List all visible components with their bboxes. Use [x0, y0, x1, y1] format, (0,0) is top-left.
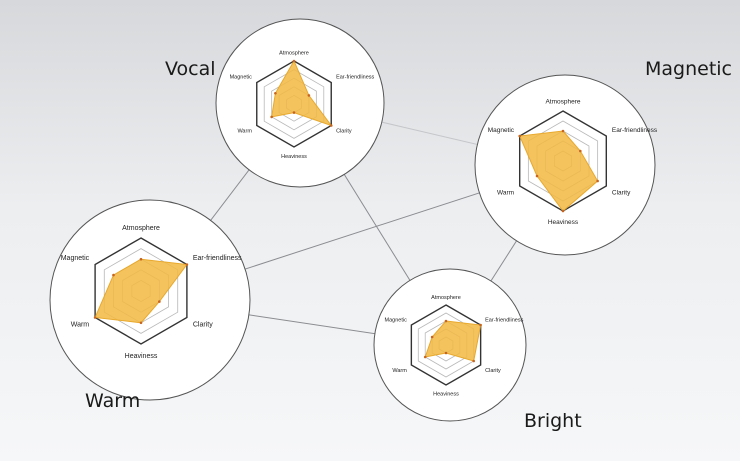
axis-label: Magnetic: [230, 75, 253, 81]
title-bright: Bright: [524, 410, 582, 432]
axis-label: Ear-friendliness: [485, 317, 523, 323]
data-point: [561, 129, 565, 133]
radar-chart-warm: AtmosphereEar-friendlinessClarityHeavine…: [49, 199, 251, 401]
grid-ring: [263, 69, 325, 139]
data-point: [561, 209, 565, 213]
axis-label: Ear-friendliness: [193, 255, 242, 262]
data-point: [292, 111, 296, 114]
data-point: [270, 115, 273, 119]
data-point: [307, 94, 311, 97]
axis-label: Atmosphere: [122, 225, 160, 232]
axis-label: Clarity: [612, 189, 631, 196]
data-point: [472, 359, 476, 363]
axis-label: Clarity: [336, 129, 352, 135]
axis-label: Ear-friendliness: [612, 127, 658, 134]
radar-chart-magnetic: AtmosphereEar-friendlinessClarityHeavine…: [474, 74, 658, 256]
axis-label: Clarity: [485, 368, 501, 374]
axis-label: Warm: [497, 189, 514, 196]
axis-label: Clarity: [193, 322, 213, 329]
axis-label: Atmosphere: [545, 99, 580, 106]
grid-ring: [256, 60, 332, 148]
data-point: [329, 124, 333, 127]
data-point: [292, 59, 296, 63]
axis-label: Atmosphere: [431, 295, 461, 301]
title-warm: Warm: [85, 390, 141, 412]
data-point: [93, 316, 97, 319]
data-point: [274, 91, 277, 95]
axis-label: Atmosphere: [279, 50, 309, 56]
data-point: [185, 263, 189, 266]
axis-label: Ear-friendliness: [336, 75, 374, 81]
data-point: [430, 335, 434, 339]
axis-label: Warm: [237, 129, 252, 135]
axis-label: Heaviness: [433, 392, 459, 398]
axis-label: Warm: [71, 322, 90, 329]
radar-chart-vocal: AtmosphereEar-friendlinessClarityHeavine…: [215, 18, 385, 188]
title-vocal: Vocal: [165, 58, 216, 80]
data-point: [518, 134, 521, 138]
data-point: [112, 273, 115, 277]
data-point: [139, 321, 143, 325]
data-point: [444, 351, 448, 355]
axis-label: Heaviness: [125, 353, 158, 360]
data-point: [579, 149, 582, 153]
radar-chart-bright: AtmosphereEar-friendlinessClarityHeavine…: [373, 268, 527, 422]
data-point: [423, 355, 427, 359]
axis-label: Magnetic: [385, 317, 408, 323]
axis-label: Magnetic: [61, 255, 90, 262]
data-point: [444, 319, 448, 323]
data-point: [596, 179, 599, 183]
data-point: [535, 174, 539, 178]
axis-label: Warm: [392, 368, 407, 374]
axis-label: Heaviness: [548, 219, 579, 226]
data-point: [158, 300, 161, 303]
axis-label: Magnetic: [488, 127, 515, 134]
data-point: [139, 257, 143, 261]
grid-ring: [271, 77, 317, 131]
title-magnetic: Magnetic: [645, 58, 733, 80]
axis-label: Heaviness: [281, 154, 307, 160]
data-point: [479, 323, 482, 327]
